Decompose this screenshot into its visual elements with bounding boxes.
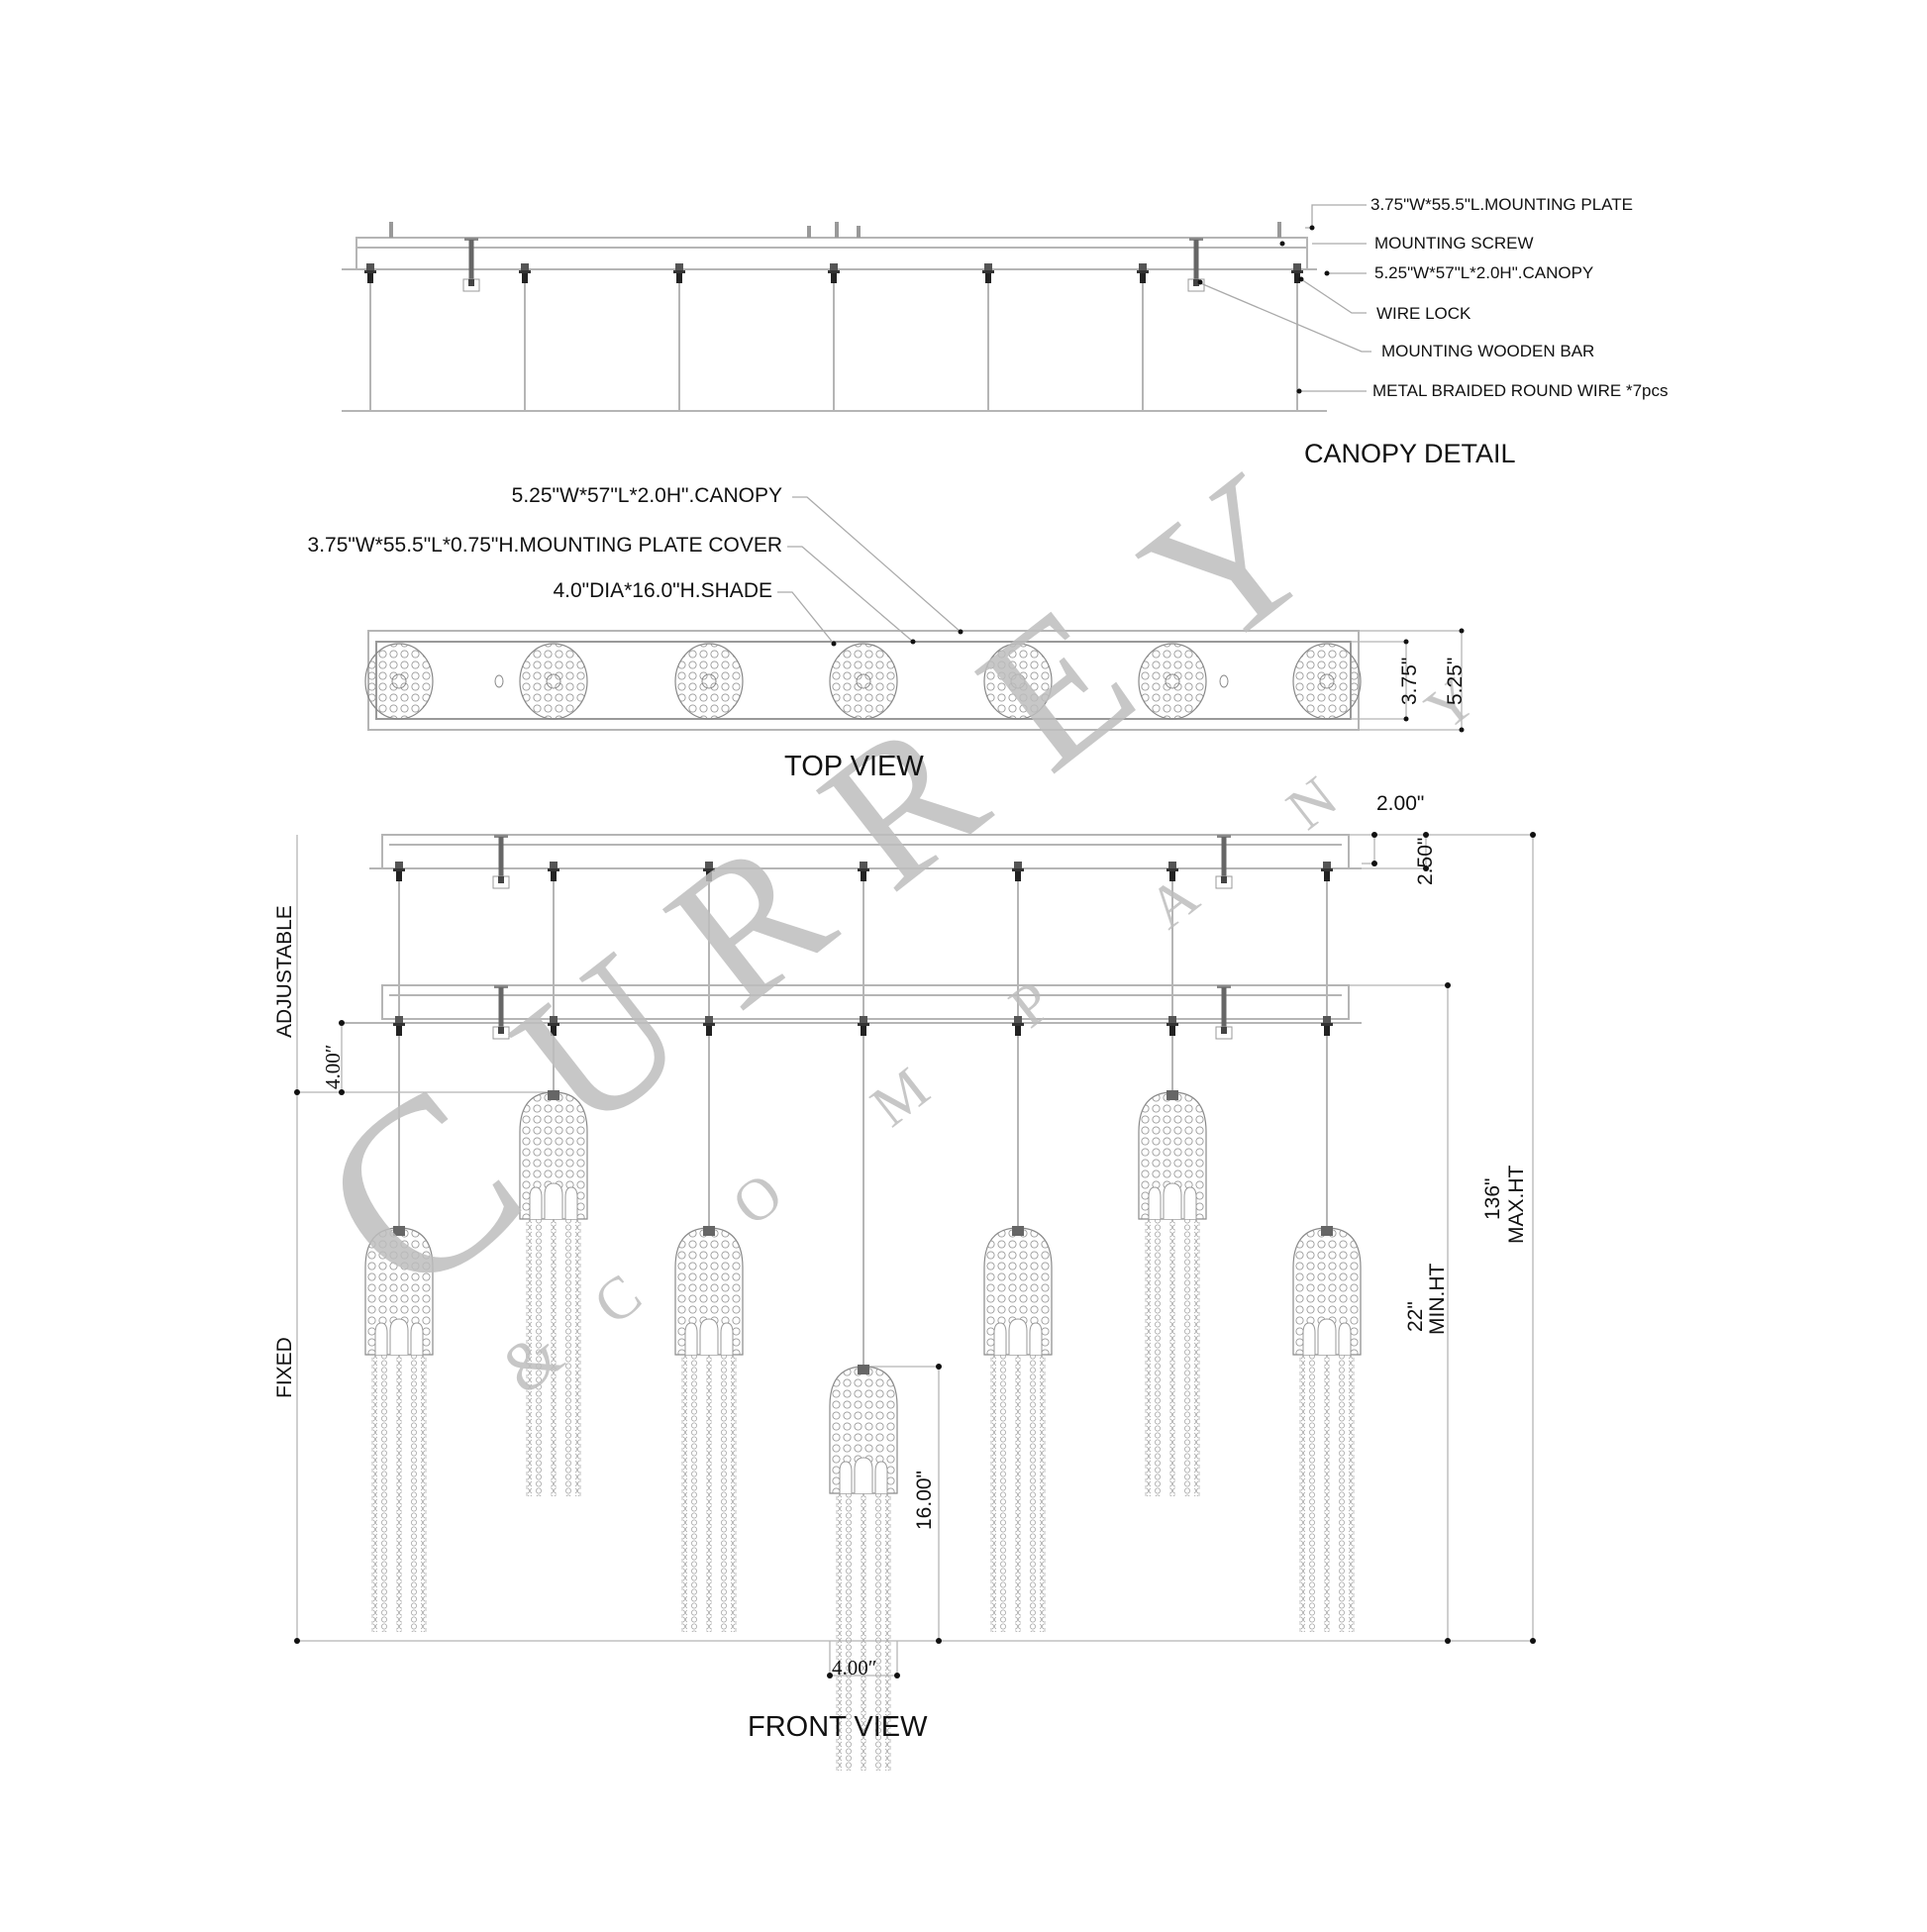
svg-text:M: M <box>859 1055 941 1139</box>
canopy-detail-title: CANOPY DETAIL <box>1304 439 1516 468</box>
pendant-7 <box>1292 1225 1362 1633</box>
dim-top-offset: 4.00″ <box>321 1044 345 1090</box>
dim-min-height-value: 22" <box>1404 1301 1427 1332</box>
dim-shade-diameter: 4.00″ <box>832 1656 877 1679</box>
svg-text:C: C <box>270 1032 569 1350</box>
callout-mounting-screw: MOUNTING SCREW <box>1374 234 1534 253</box>
pendant-6 <box>1138 1089 1207 1497</box>
canopy-detail-hardware <box>364 222 1330 394</box>
top-view-title: TOP VIEW <box>784 751 924 782</box>
dim-canopy-offset: 2.50" <box>1414 837 1437 885</box>
canopy-detail-drawing <box>342 204 1371 412</box>
callout-mounting-plate: 3.75"W*55.5"L.MOUNTING PLATE <box>1370 195 1633 214</box>
dim-max-height-label: MAX.HT <box>1505 1165 1528 1244</box>
label-fixed: FIXED <box>273 1337 296 1398</box>
svg-text:R: R <box>783 676 1023 931</box>
svg-text:C: C <box>581 1262 653 1338</box>
svg-text:N: N <box>1274 764 1349 843</box>
dim-min-height-label: MIN.HT <box>1426 1263 1449 1335</box>
callout-mounting-wooden-bar: MOUNTING WOODEN BAR <box>1381 342 1595 360</box>
dim-shade-height: 16.00" <box>913 1470 936 1530</box>
pendant-4 <box>829 1364 898 1772</box>
callout-metal-braided-wire: METAL BRAIDED ROUND WIRE *7pcs <box>1372 381 1669 400</box>
svg-text:A: A <box>1136 864 1210 942</box>
top-view-shades <box>364 628 1465 733</box>
pendant-3 <box>674 1225 744 1633</box>
callout-top-mounting-plate-cover: 3.75"W*55.5"L*0.75"H.MOUNTING PLATE COVE… <box>307 534 782 557</box>
pendant-2 <box>519 1089 588 1497</box>
label-adjustable: ADJUSTABLE <box>273 905 296 1038</box>
callout-top-canopy: 5.25"W*57"L*2.0H".CANOPY <box>511 484 782 507</box>
svg-text:P: P <box>997 968 1064 1041</box>
dim-inner-width: 3.75" <box>1398 657 1421 705</box>
svg-text:&: & <box>487 1315 576 1408</box>
front-view-hardware <box>294 832 1536 1678</box>
front-view-title: FRONT VIEW <box>748 1711 928 1743</box>
svg-text:U: U <box>476 913 724 1173</box>
dim-max-height-value: 136" <box>1481 1177 1504 1221</box>
dim-outer-width: 5.25" <box>1444 657 1467 705</box>
callout-canopy: 5.25"W*57"L*2.0H".CANOPY <box>1374 263 1594 282</box>
pendant-5 <box>983 1225 1053 1633</box>
callout-wire-lock: WIRE LOCK <box>1376 304 1471 323</box>
svg-text:O: O <box>720 1161 794 1239</box>
callout-top-shade: 4.0"DIA*16.0"H.SHADE <box>553 579 772 602</box>
dim-canopy-height: 2.00" <box>1376 792 1425 815</box>
svg-text:E: E <box>942 564 1171 811</box>
